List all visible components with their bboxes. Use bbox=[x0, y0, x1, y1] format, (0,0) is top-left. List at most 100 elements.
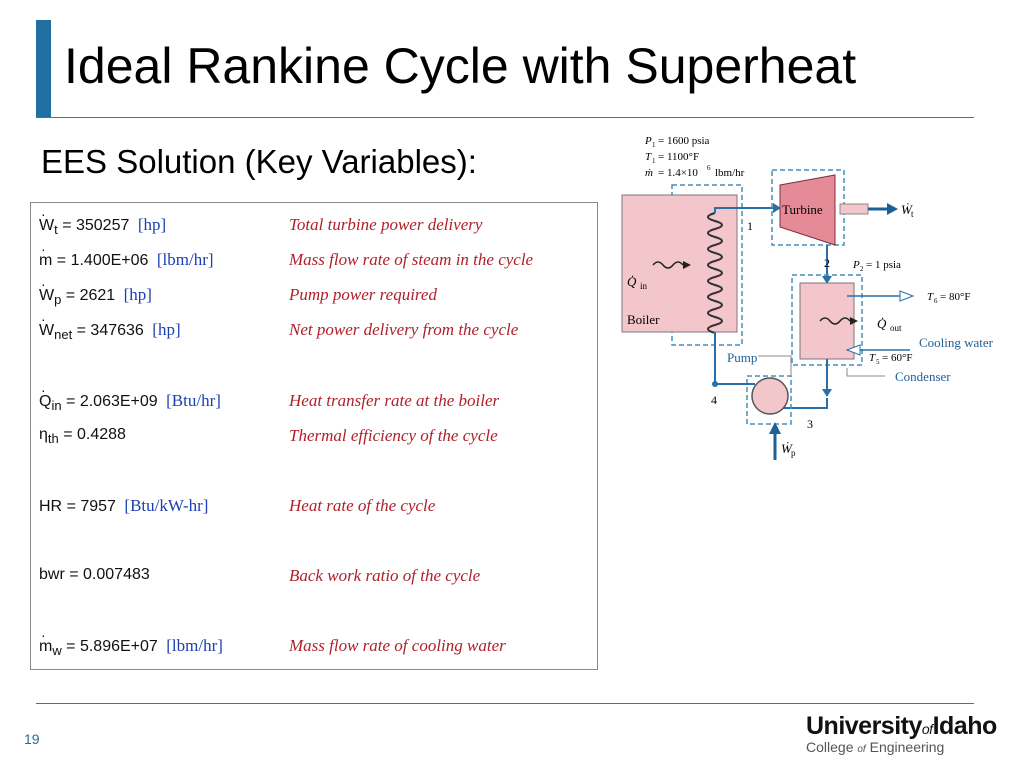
ees-subscript: net bbox=[54, 327, 73, 342]
t1-label: T bbox=[645, 151, 652, 163]
ees-symbol: η bbox=[39, 426, 48, 444]
t5-value: = 60°F bbox=[882, 352, 912, 364]
qout-arrowhead bbox=[850, 317, 858, 325]
qin-symbol: Q̇ bbox=[627, 274, 637, 289]
ees-value: = 2621 bbox=[65, 287, 116, 304]
ees-row: ·Wt = 350257 [hp]Total turbine power del… bbox=[31, 207, 597, 245]
ees-subscript: w bbox=[52, 643, 62, 658]
ees-symbol: ·Q bbox=[39, 383, 51, 411]
wp-sub: p bbox=[791, 448, 796, 458]
ees-dot: · bbox=[41, 311, 46, 327]
ees-row: ·Qin = 2.063E+09 [Btu/hr] Heat transfer r… bbox=[31, 383, 597, 421]
pipe-2-arrow bbox=[822, 276, 832, 284]
ees-unit: [hp] bbox=[123, 285, 152, 304]
wt-arrowhead bbox=[887, 203, 898, 215]
ees-description: Heat transfer rate at the boiler bbox=[289, 391, 500, 410]
logo-engineering: Engineering bbox=[865, 739, 945, 755]
qin-arrowhead bbox=[683, 261, 691, 269]
wt-symbol: Ẇ bbox=[901, 202, 913, 217]
p2-label: P bbox=[852, 259, 860, 271]
state-3-label: 3 bbox=[807, 417, 813, 431]
pump-label: Pump bbox=[727, 350, 757, 365]
logo-university: University bbox=[806, 712, 922, 740]
t5-label: T bbox=[869, 352, 876, 364]
ees-variable: ·Wp = 2621 [hp] bbox=[39, 277, 152, 307]
ees-symbol: ·W bbox=[39, 207, 55, 235]
state-2-label: 2 bbox=[824, 256, 830, 270]
ees-row: ·Wp = 2621 [hp]Pump power required bbox=[31, 277, 597, 315]
pipe-3-arrow bbox=[822, 389, 832, 397]
ees-symbol: HR bbox=[39, 498, 62, 516]
ees-symbol-text: W bbox=[39, 322, 55, 339]
pipe-state-3b bbox=[775, 398, 828, 409]
ees-unit: [Btu/hr] bbox=[166, 391, 221, 410]
wp-arrowhead bbox=[769, 422, 781, 434]
ees-value: = 1.400E+06 bbox=[56, 252, 149, 269]
boiler-label: Boiler bbox=[627, 312, 660, 327]
title-accent-bar bbox=[36, 20, 51, 118]
ees-symbol-text: bwr bbox=[39, 566, 65, 583]
t5-sub: 5 bbox=[876, 358, 880, 366]
ees-symbol: bwr bbox=[39, 566, 65, 584]
p2-sub: 2 bbox=[860, 265, 864, 273]
logo-idaho: Idaho bbox=[932, 712, 998, 740]
logo-sub-of: of bbox=[857, 744, 866, 755]
mdot-unit: lbm/hr bbox=[715, 167, 745, 179]
ees-value: = 5.896E+07 bbox=[66, 638, 158, 655]
university-logo: UniversityofIdaho College of Engineering bbox=[806, 712, 1016, 762]
qout-wavy-arrow bbox=[819, 317, 851, 325]
ees-dot: · bbox=[41, 627, 46, 643]
page-number: 19 bbox=[24, 731, 40, 747]
ees-value: = 350257 bbox=[62, 217, 130, 234]
cooling-water-in-arrow bbox=[845, 344, 861, 356]
ees-description: Mass flow rate of steam in the cycle bbox=[289, 250, 534, 269]
ees-row: HR = 7957 [Btu/kW-hr]Heat rate of the cy… bbox=[31, 496, 597, 526]
qin-wavy-arrow bbox=[652, 261, 684, 269]
ees-symbol-text: W bbox=[39, 287, 55, 304]
ees-symbol: ·W bbox=[39, 312, 55, 340]
ees-value: = 0.007483 bbox=[69, 566, 150, 583]
ees-variable: ·mw = 5.896E+07 [lbm/hr] bbox=[39, 628, 223, 658]
ees-symbol-text: W bbox=[39, 217, 55, 234]
ees-unit: [hp] bbox=[152, 320, 181, 339]
ees-subscript: p bbox=[54, 292, 62, 307]
qout-symbol: Q̇ bbox=[877, 316, 887, 331]
ees-description: Heat rate of the cycle bbox=[289, 496, 436, 515]
ees-row: ·Wnet = 347636 [hp]Net power delivery fr… bbox=[31, 312, 597, 350]
ees-unit: [lbm/hr] bbox=[166, 636, 223, 655]
ees-value: = 0.4288 bbox=[63, 426, 126, 443]
pipe-1-arrow bbox=[773, 203, 781, 213]
slide-title: Ideal Rankine Cycle with Superheat bbox=[64, 38, 857, 94]
wp-symbol: Ẇ bbox=[781, 441, 793, 456]
t6-label: T bbox=[927, 291, 934, 303]
ees-symbol-text: η bbox=[39, 426, 48, 443]
ees-variable: ·Wt = 350257 [hp] bbox=[39, 207, 166, 237]
turbine-shaft bbox=[839, 203, 869, 215]
t1-sub: 1 bbox=[652, 157, 656, 165]
ees-variable: ·Qin = 2.063E+09 [Btu/hr] bbox=[39, 383, 221, 413]
ees-symbol: ·m bbox=[39, 242, 52, 270]
ees-description: Back work ratio of the cycle bbox=[289, 566, 481, 585]
ees-row: bwr = 0.007483 Back work ratio of the cyc… bbox=[31, 566, 597, 596]
ees-variable: ·m = 1.400E+06 [lbm/hr] bbox=[39, 242, 214, 270]
ees-variable: ηth = 0.4288 bbox=[39, 426, 126, 446]
condenser-label: Condenser bbox=[895, 369, 951, 384]
condenser-leader-line bbox=[846, 368, 885, 377]
ees-row: ·m = 1.400E+06 [lbm/hr] Mass flow rate of… bbox=[31, 242, 597, 280]
turbine-label: Turbine bbox=[782, 202, 823, 217]
qout-sub: out bbox=[890, 323, 902, 333]
ees-symbol-text: m bbox=[39, 638, 53, 655]
turbine bbox=[779, 174, 836, 246]
pump-control-volume bbox=[746, 375, 792, 425]
ees-unit: [lbm/hr] bbox=[156, 250, 214, 269]
ees-symbol: ·m bbox=[39, 628, 53, 656]
cooling-water-label: Cooling water bbox=[919, 335, 994, 350]
ees-variable: ·Wnet = 347636 [hp] bbox=[39, 312, 181, 342]
ees-unit: [Btu/kW-hr] bbox=[124, 496, 209, 515]
pipe-4-junction bbox=[712, 381, 718, 387]
rankine-cycle-diagram: P 1 = 1600 psia T 1 = 1100°F ṁ = 1.4×10 … bbox=[621, 135, 994, 460]
state-1-label: 1 bbox=[747, 219, 753, 233]
ees-solution-table: ·Wt = 350257 [hp]Total turbine power del… bbox=[30, 202, 598, 670]
ees-symbol-text: HR bbox=[39, 498, 63, 515]
